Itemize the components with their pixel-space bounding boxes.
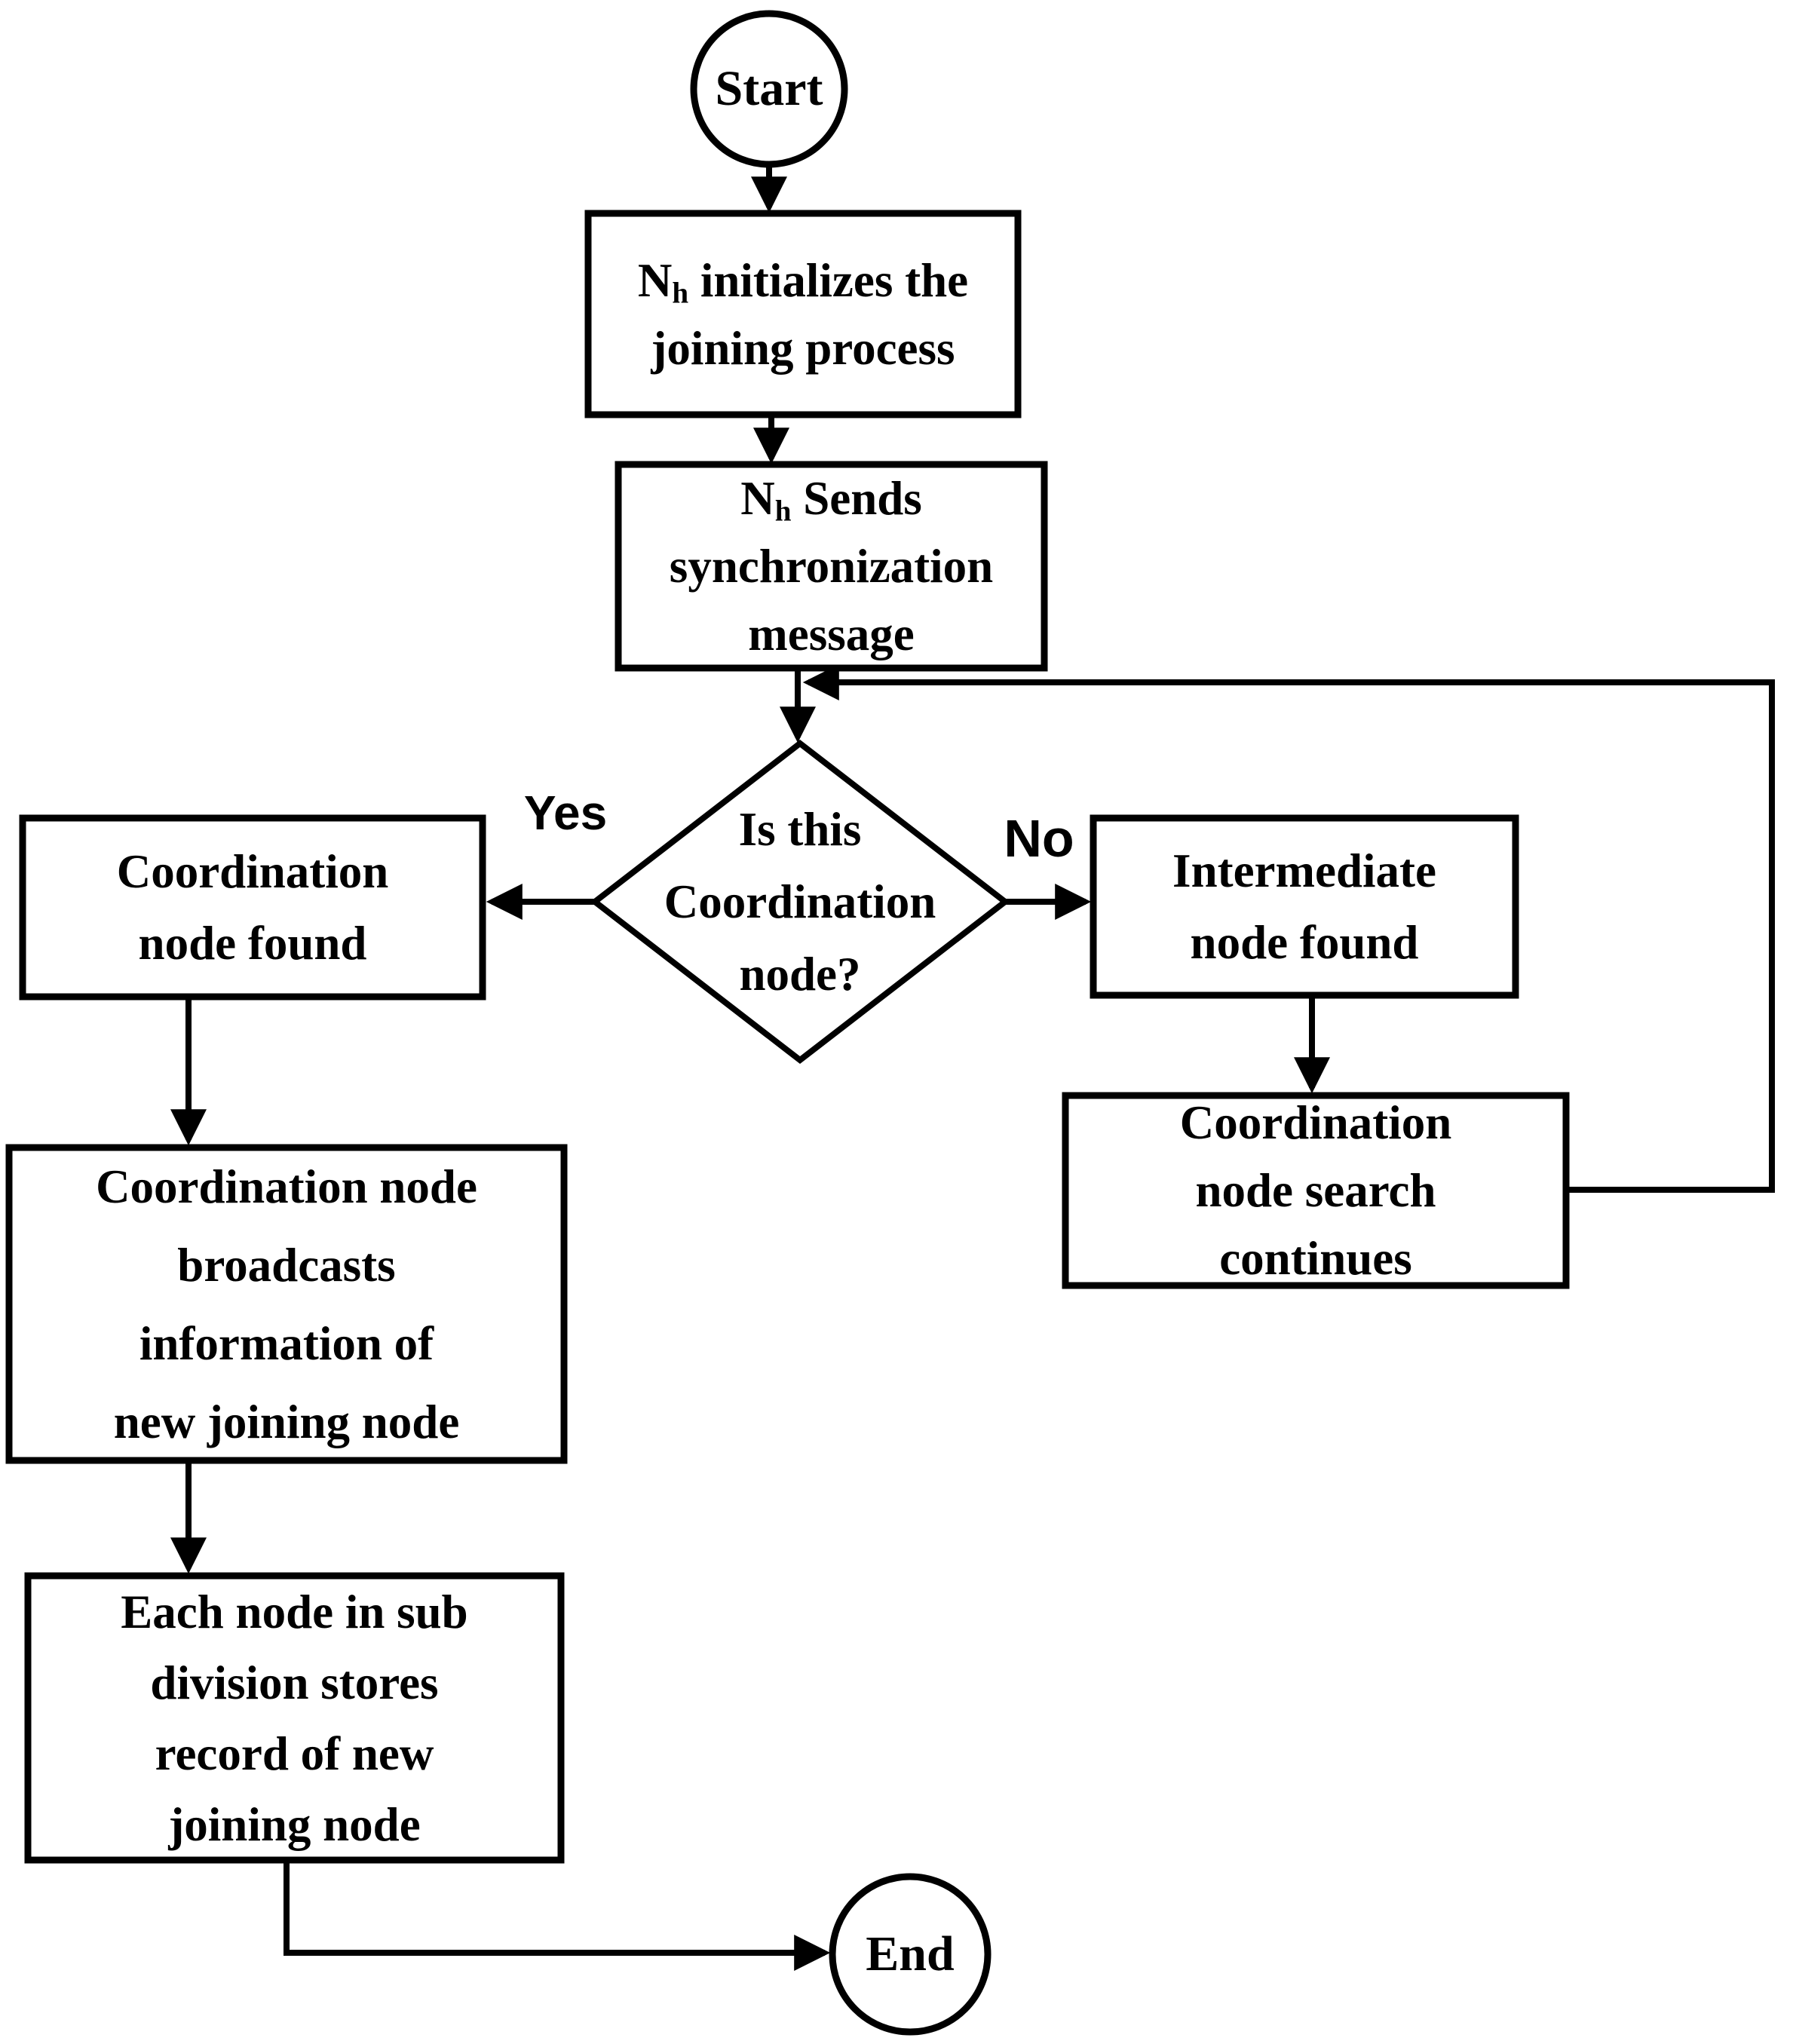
start-node-shape xyxy=(690,10,848,168)
intermediate-node-found-node-shape xyxy=(1090,814,1519,999)
is-coordination-node-node-shape xyxy=(590,739,1010,1065)
initialize-node-shape xyxy=(584,210,1022,418)
search-continues-node-shape xyxy=(1062,1092,1570,1289)
send-sync-node-shape xyxy=(615,461,1048,672)
broadcast-info-node-shape xyxy=(5,1144,568,1464)
edge-search-loop-back-to-sync-junction xyxy=(802,664,1775,1193)
coordination-node-found-node-shape xyxy=(19,814,486,1001)
end-node-shape xyxy=(829,1873,992,2036)
store-record-node-shape xyxy=(24,1572,565,1864)
edge-store-to-end xyxy=(284,1860,831,1971)
